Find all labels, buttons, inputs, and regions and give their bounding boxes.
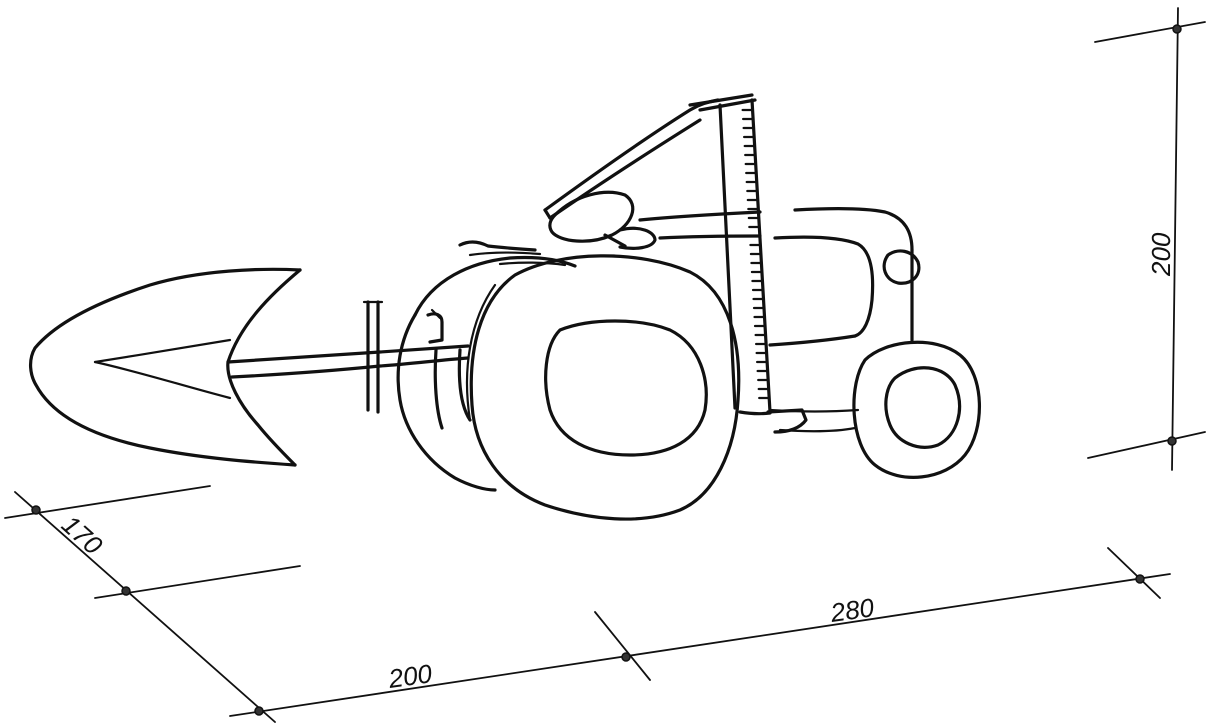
dimension-label-length-rear: 280	[828, 592, 877, 628]
dim-point-bottom	[1167, 436, 1177, 446]
dimension-label-height: 200	[1146, 232, 1176, 277]
dim-point-corner	[254, 706, 264, 716]
sickle-teeth	[741, 108, 771, 400]
dim-point-top	[1172, 24, 1182, 34]
plough	[29, 267, 470, 467]
dimension-lines	[4, 7, 1206, 723]
dim-point-mid	[621, 652, 631, 662]
dim-point-depth-start	[31, 505, 41, 515]
dimension-points	[31, 24, 1182, 716]
tractor	[396, 93, 982, 521]
dimension-label-length-front: 200	[386, 658, 435, 694]
dim-point-end	[1135, 574, 1145, 584]
dim-point-depth-end	[121, 586, 131, 596]
dimension-label-depth: 170	[56, 509, 109, 561]
